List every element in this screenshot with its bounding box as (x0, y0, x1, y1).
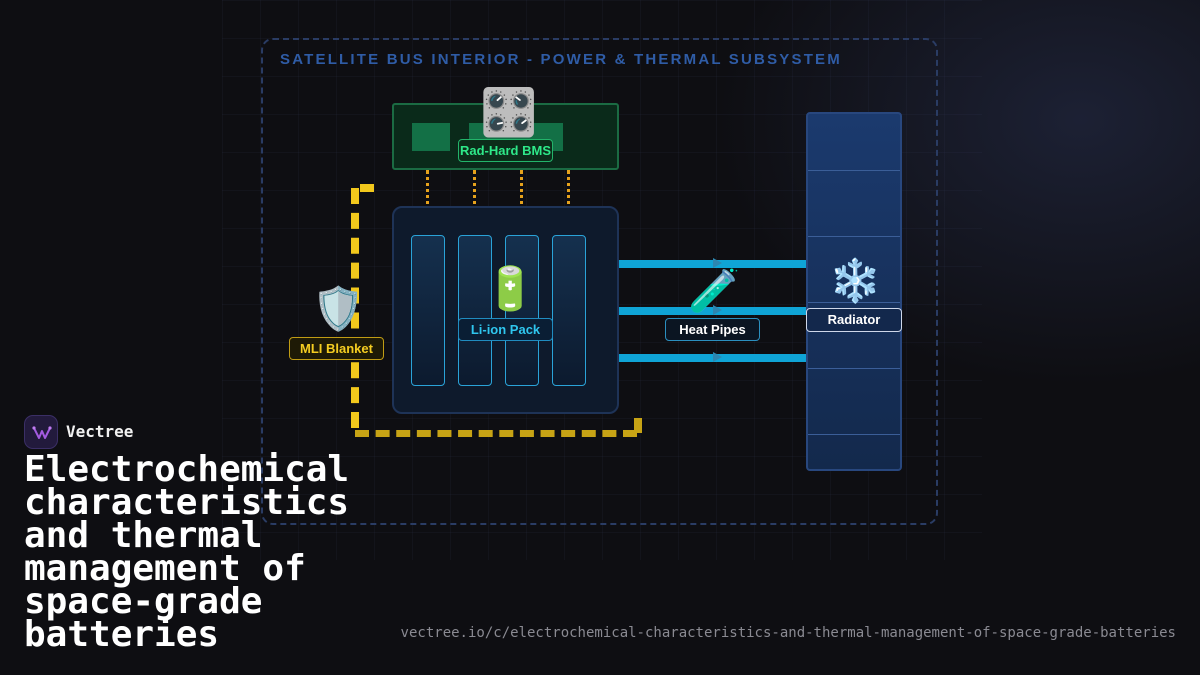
heat-flow-arrow-icon (713, 305, 722, 315)
battery-cell (552, 235, 586, 386)
mli-blanket-wrap-horizontal (355, 430, 637, 437)
bms-sense-wire (473, 170, 476, 236)
radiator-fin (808, 368, 900, 369)
heat-pipes-label: Heat Pipes (665, 318, 760, 341)
bms-sense-wire (567, 170, 570, 236)
shield-icon: 🛡️ (312, 285, 365, 332)
page-url[interactable]: vectree.io/c/electrochemical-characteris… (400, 625, 1176, 641)
battery-cell (411, 235, 445, 386)
radiator-fin (808, 170, 900, 171)
radiator-fin (808, 236, 900, 237)
mli-blanket-wrap-vertical (351, 188, 359, 428)
bms-chip (412, 123, 450, 151)
battery-pack-label: Li-ion Pack (458, 318, 553, 341)
brand-name: Vectree (66, 422, 134, 441)
radiator-fin (808, 434, 900, 435)
bms-sense-wire (520, 170, 523, 236)
test-tube-icon: 🧪 (688, 267, 741, 314)
radiator-panel (806, 112, 902, 471)
mli-blanket-wrap-corner (634, 418, 642, 433)
mli-blanket-label: MLI Blanket (289, 337, 384, 360)
battery-cell (458, 235, 492, 386)
heat-flow-arrow-icon (713, 258, 722, 268)
battery-icon: 🔋 (484, 265, 537, 312)
bms-sense-wire (426, 170, 429, 236)
battery-cell (505, 235, 539, 386)
heat-flow-arrow-icon (713, 352, 722, 362)
radiator-label: Radiator (806, 308, 902, 332)
diagram-title: SATELLITE BUS INTERIOR - POWER & THERMAL… (280, 51, 842, 68)
page-headline: Electrochemical characteristics and ther… (24, 449, 350, 655)
control-knobs-icon: 🎛️ (480, 86, 538, 138)
satellite-bus-frame (261, 38, 938, 525)
bms-board (392, 103, 619, 170)
bms-label: Rad-Hard BMS (458, 139, 553, 162)
radiator-fin (808, 302, 900, 303)
snowflake-icon: ❄️ (829, 257, 882, 304)
mli-blanket-wrap-end (360, 184, 374, 192)
vectree-logo-icon[interactable] (24, 415, 58, 449)
